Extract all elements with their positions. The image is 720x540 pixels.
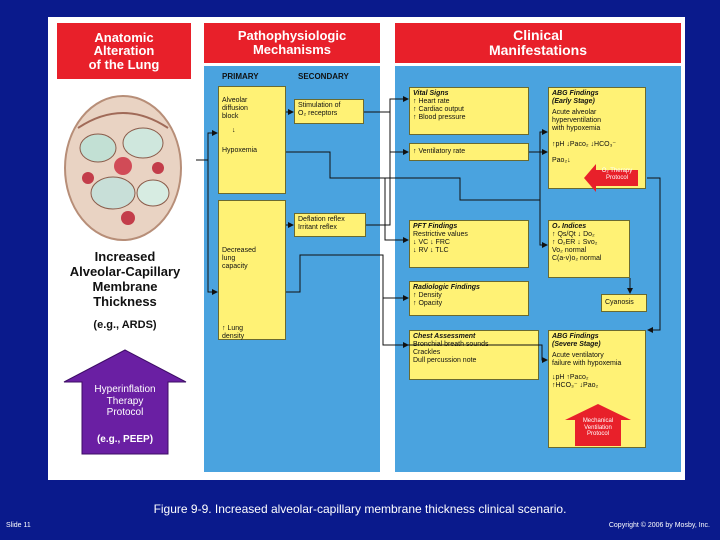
lung-density-text: ↑ Lung density xyxy=(222,325,245,341)
pft-title: PFT Findings xyxy=(413,223,458,230)
abg-severe-body: Acute ventilatory failure with hypoxemia xyxy=(552,352,622,368)
o2-protocol-arrow-shape xyxy=(584,164,638,192)
condition-title: Increased Alveolar-Capillary Membrane Th… xyxy=(69,249,181,309)
o2-therapy-protocol: O₂ Therapy Protocol xyxy=(601,168,633,181)
box-alveolar-diffusion: Alveolar diffusion block ↓ Hypoxemia xyxy=(218,86,286,194)
box-cyanosis: Cyanosis xyxy=(601,294,647,312)
box-abg-early: ABG Findings (Early Stage) Acute alveola… xyxy=(548,87,646,189)
box-pft: PFT Findings Restrictive values ↓ VC ↓ F… xyxy=(409,220,529,268)
alveolar-diffusion-text: Alveolar diffusion block xyxy=(222,97,248,121)
radiologic-body: ↑ Density ↑ Opacity xyxy=(413,292,443,308)
header-patho: Pathophysiologic Mechanisms xyxy=(204,23,380,63)
hyperinflation-protocol: Hyperinflation Therapy Protocol xyxy=(94,384,156,418)
hypoxemia-text: Hypoxemia xyxy=(222,147,258,155)
figure-caption: Figure 9-9. Increased alveolar-capillary… xyxy=(153,502,567,516)
header-clinical: Clinical Manifestations xyxy=(395,23,681,63)
slide-number: Slide 11 xyxy=(6,522,31,529)
box-stimulation: Stimulation of O₂ receptors xyxy=(294,99,364,124)
primary-label: PRIMARY xyxy=(222,72,259,81)
vital-signs-body: ↑ Heart rate ↑ Cardiac output ↑ Blood pr… xyxy=(413,98,466,122)
o2-indices-body: ↑ Qs/Qt ↓ Do₂ ↑ O₂ER ↓ Svo₂ Vo₂ normal C… xyxy=(552,231,602,263)
chest-title: Chest Assessment xyxy=(413,333,476,340)
decreased-capacity-text: Decreased lung capacity xyxy=(222,247,256,271)
condition-example: (e.g., ARDS) xyxy=(93,319,157,331)
box-ventilatory-rate: ↑ Ventilatory rate xyxy=(409,143,529,161)
abg-early-body: Acute alveolar hyperventilation with hyp… xyxy=(552,109,602,133)
box-o2-indices: O₂ Indices ↑ Qs/Qt ↓ Do₂ ↑ O₂ER ↓ Svo₂ V… xyxy=(548,220,630,278)
abg-early-pao2: Pao₂↓ xyxy=(552,157,571,165)
down-arrow-icon: ↓ xyxy=(232,127,236,135)
vital-signs-title: Vital Signs xyxy=(413,90,449,97)
abg-early-title: ABG Findings (Early Stage) xyxy=(552,90,599,106)
box-radiologic: Radiologic Findings ↑ Density ↑ Opacity xyxy=(409,281,529,316)
copyright: Copyright © 2006 by Mosby, Inc. xyxy=(608,522,710,529)
header-anatomic: Anatomic Alteration of the Lung xyxy=(57,23,191,79)
hyperinflation-arrow-shape xyxy=(63,349,187,455)
box-deflation: Deflation reflex Irritant reflex xyxy=(294,213,366,237)
abg-severe-values: ↓pH ↑Paco₂ ↑HCO₃⁻ ↓Pao₂ xyxy=(552,374,599,390)
abg-early-values: ↑pH ↓Paco₂ ↓HCO₃⁻ xyxy=(552,141,617,149)
radiologic-title: Radiologic Findings xyxy=(413,284,480,291)
mechanical-ventilation-protocol: Mechanical Ventilation Protocol xyxy=(582,418,614,438)
box-vital-signs: Vital Signs ↑ Heart rate ↑ Cardiac outpu… xyxy=(409,87,529,135)
secondary-label: SECONDARY xyxy=(298,72,349,81)
o2-indices-title: O₂ Indices xyxy=(552,223,587,230)
abg-severe-title: ABG Findings (Severe Stage) xyxy=(552,333,601,349)
box-decreased-capacity: Decreased lung capacity ↑ Lung density xyxy=(218,200,286,340)
hyperinflation-example: (e.g., PEEP) xyxy=(96,434,154,445)
lung-illustration xyxy=(64,95,182,241)
pft-body: Restrictive values ↓ VC ↓ FRC ↓ RV ↓ TLC xyxy=(413,231,468,255)
mechanical-ventilation-arrow-shape xyxy=(565,404,631,446)
